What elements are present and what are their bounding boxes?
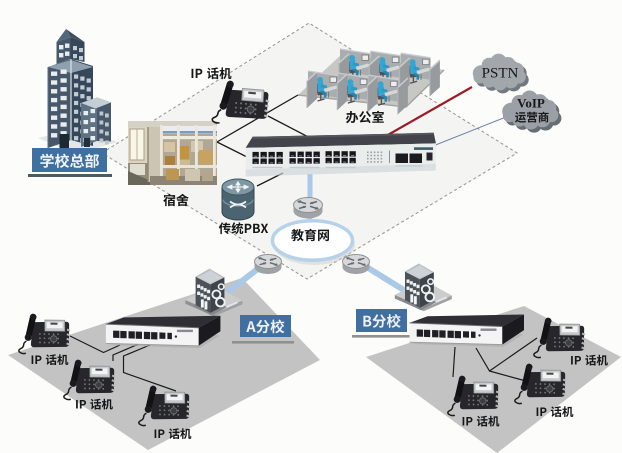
svg-text:PSTN: PSTN bbox=[482, 66, 519, 82]
svg-text:VoIP: VoIP bbox=[517, 96, 545, 111]
